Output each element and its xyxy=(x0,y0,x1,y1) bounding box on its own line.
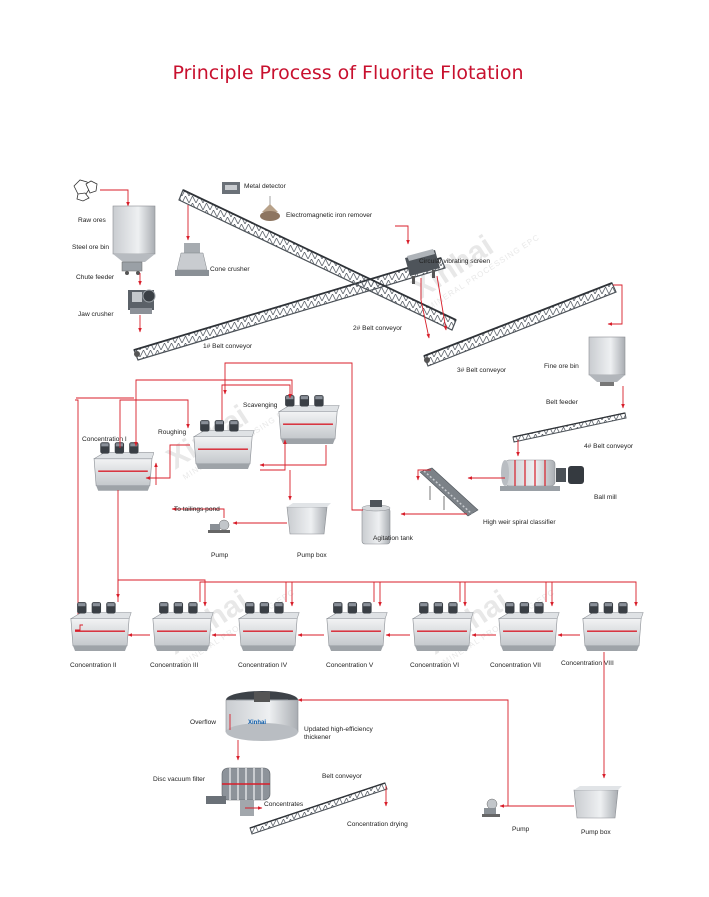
thickener-icon: Xinhai xyxy=(225,691,299,741)
label-concentration-3: Concentration III xyxy=(150,662,199,669)
label-concentration-6: Concentration VI xyxy=(410,662,459,669)
label-em-iron-remover: Electromagnetic iron remover xyxy=(286,212,373,219)
label-pump-box-1: Pump box xyxy=(297,552,327,559)
flotation-cell-concentration-8 xyxy=(582,601,644,652)
label-belt-conveyor: Belt conveyor xyxy=(322,773,363,780)
disc-vacuum-filter-icon xyxy=(206,767,271,816)
belt-conveyor-4 xyxy=(512,412,627,443)
cone-crusher-icon xyxy=(175,243,209,276)
label-spiral-classifier: High weir spiral classifier xyxy=(483,519,556,526)
pump-box-2-icon xyxy=(573,786,622,819)
label-chute-feeder: Chute feeder xyxy=(76,274,115,281)
pump-1-icon xyxy=(208,519,230,533)
label-pump-2: Pump xyxy=(512,826,530,833)
flotation-cell-concentration-1 xyxy=(93,441,154,492)
label-belt-conveyor-2: 2# Belt conveyor xyxy=(353,325,403,332)
label-overflow: Overflow xyxy=(190,719,216,726)
label-concentration-1: Concentration I xyxy=(82,436,127,443)
pump-box-1-icon xyxy=(286,503,331,535)
label-concentration-7: Concentration VII xyxy=(490,662,541,669)
label-roughing: Roughing xyxy=(158,429,187,436)
circular-vibrating-screen-icon xyxy=(405,249,440,284)
label-cone-crusher: Cone crusher xyxy=(210,266,250,273)
metal-detector-icon xyxy=(222,182,240,194)
belt-conveyor-2 xyxy=(178,189,457,331)
label-steel-ore-bin: Steel ore bin xyxy=(72,244,109,251)
belt-conveyor-final xyxy=(249,782,388,835)
label-belt-feeder: Belt feeder xyxy=(546,399,579,406)
label-agitation-tank: Agitation tank xyxy=(373,535,414,542)
label-concentration-2: Concentration II xyxy=(70,662,117,669)
label-thickener-2: thickener xyxy=(304,734,332,741)
flotation-cell-concentration-5 xyxy=(326,601,388,652)
pump-2-icon xyxy=(482,798,500,817)
label-raw-ores: Raw ores xyxy=(78,217,107,224)
ball-mill-icon xyxy=(500,459,584,491)
spiral-classifier-icon xyxy=(419,467,479,517)
belt-conveyor-3 xyxy=(423,282,617,367)
label-thickener-1: Updated high-efficiency xyxy=(304,726,373,733)
label-fine-ore-bin: Fine ore bin xyxy=(544,363,579,370)
label-ball-mill: Ball mill xyxy=(594,494,617,501)
label-belt-conveyor-1: 1# Belt conveyor xyxy=(203,343,253,350)
page-title: Principle Process of Fluorite Flotation xyxy=(173,62,524,84)
label-pump-box-2: Pump box xyxy=(581,829,611,836)
jaw-crusher-icon xyxy=(128,289,156,314)
label-jaw-crusher: Jaw crusher xyxy=(78,311,114,318)
agitation-tank-icon xyxy=(361,500,391,545)
label-circular-vibrating-screen: Circular vibrating screen xyxy=(419,258,490,265)
flotation-cell-scavenging xyxy=(278,394,340,445)
label-belt-conveyor-3: 3# Belt conveyor xyxy=(457,367,507,374)
thickener-logo: Xinhai xyxy=(248,720,266,726)
label-to-tailings-pond: To tailings pond xyxy=(174,506,220,513)
label-metal-detector: Metal detector xyxy=(244,183,287,190)
label-scavenging: Scavenging xyxy=(243,402,278,409)
label-concentration-4: Concentration IV xyxy=(238,662,288,669)
chute-feeder-icon xyxy=(121,261,143,275)
label-concentration-drying: Concentration drying xyxy=(347,821,408,828)
label-concentration-5: Concentration V xyxy=(326,662,374,669)
label-pump-1: Pump xyxy=(211,552,229,559)
label-concentration-8: Concentration VIII xyxy=(561,660,614,667)
label-disc-vacuum-filter: Disc vacuum filter xyxy=(153,776,206,783)
label-belt-conveyor-4: 4# Belt conveyor xyxy=(584,443,634,450)
fine-ore-bin-icon xyxy=(588,336,626,386)
steel-ore-bin-icon xyxy=(112,205,156,262)
raw-ores-icon xyxy=(73,179,98,202)
label-concentrates: Concentrates xyxy=(264,801,304,808)
iron-remover-icon xyxy=(260,196,280,221)
